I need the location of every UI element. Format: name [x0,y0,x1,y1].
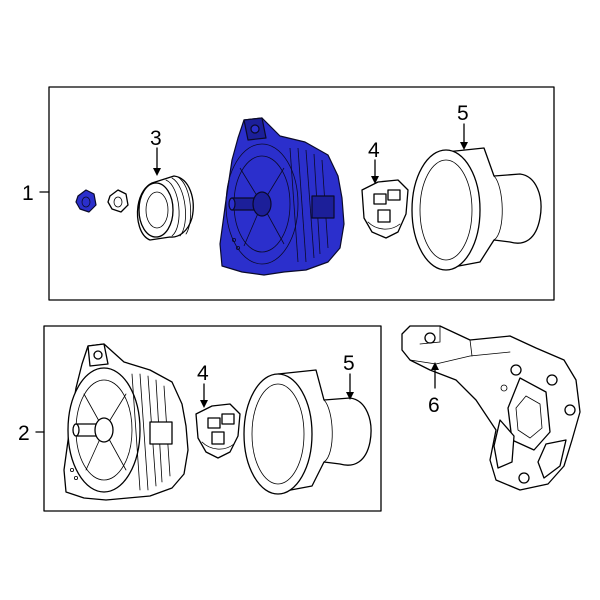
regulator-part-top[interactable] [361,179,409,239]
callout-3: 3 [150,127,162,150]
callout-2: 2 [18,422,30,445]
leader-5-bottom-arrow [346,392,354,400]
nut-part[interactable] [75,189,97,213]
alternator-part-bottom[interactable] [63,343,189,501]
assembly-1-frame [48,86,555,301]
rear-cover-part-top[interactable] [411,147,542,271]
regulator-part-bottom[interactable] [195,403,241,459]
pulley-part[interactable] [136,175,194,241]
leader-3-arrow [153,168,161,176]
callout-5-bottom: 5 [343,352,355,375]
callout-5-top: 5 [457,102,469,125]
washer-part[interactable] [107,189,129,213]
alternator-highlighted-part[interactable] [219,117,345,276]
callout-4-top: 4 [368,139,380,162]
callout-6: 6 [428,394,440,417]
leader-4-top-arrow [371,176,379,184]
assembly-2-frame [43,325,382,512]
leader-6-arrow [431,362,439,370]
callout-1: 1 [22,182,34,205]
rear-cover-part-bottom[interactable] [243,369,372,495]
leader-4-bottom-arrow [200,400,208,408]
leader-5-top-arrow [460,142,468,150]
mounting-bracket-part[interactable] [401,325,581,491]
callout-4-bottom: 4 [197,362,209,385]
